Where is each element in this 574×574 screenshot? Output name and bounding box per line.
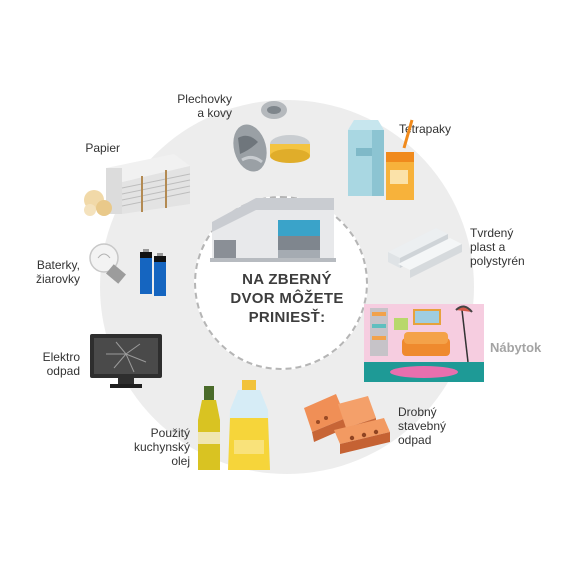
newspaper-stack-icon: [84, 154, 191, 216]
label-olej: Použitý kuchynský olej: [134, 426, 190, 468]
label-baterky-line-1: Baterky,: [36, 258, 80, 272]
label-elektro-line-1: Elektro: [42, 350, 80, 364]
broken-monitor-icon: [90, 334, 162, 388]
label-elektro-line-2: odpad: [46, 364, 80, 378]
center-title-line-1: NA ZBERNÝ: [242, 271, 332, 288]
oil-bottles-icon: [198, 380, 270, 470]
label-nabytok-line-1: Nábytok: [490, 340, 542, 355]
label-olej-line-1: Použitý: [150, 426, 190, 440]
label-papier: Papier: [85, 141, 120, 155]
label-plechovky: Plechovky a kovy: [177, 92, 232, 120]
label-tvrdeny-line-1: Tvrdený: [470, 226, 514, 240]
label-stavebny-line-1: Drobný: [398, 405, 437, 419]
bricks-icon: [304, 394, 390, 454]
label-tetrapaky-line-1: Tetrapaky: [399, 122, 452, 136]
label-olej-line-2: kuchynský: [133, 440, 190, 454]
label-plechovky-line-1: Plechovky: [177, 92, 232, 106]
label-nabytok: Nábytok: [490, 341, 541, 355]
label-stavebny-line-2: stavebný: [398, 419, 447, 433]
polystyrene-blocks-icon: [388, 228, 462, 278]
label-tvrdeny-line-3: polystyrén: [470, 254, 525, 268]
label-plechovky-line-2: a kovy: [197, 106, 232, 120]
label-stavebny: Drobný stavebný odpad: [398, 405, 446, 447]
battery-bulb-icon: [89, 243, 166, 296]
center-title-line-2: DVOR MÔŽETE: [230, 290, 344, 307]
building-icon: [210, 198, 336, 262]
label-papier-line-1: Papier: [85, 141, 120, 155]
label-baterky-line-2: žiarovky: [35, 272, 80, 286]
label-elektro: Elektro odpad: [43, 350, 80, 378]
label-stavebny-line-3: odpad: [398, 433, 432, 447]
label-tvrdeny-line-2: plast a: [470, 240, 506, 254]
label-olej-line-3: olej: [171, 454, 190, 468]
center-title-line-3: PRINIESŤ:: [248, 309, 326, 326]
label-tetrapaky: Tetrapaky: [399, 122, 451, 136]
furniture-room-icon: [364, 304, 484, 382]
tetrapak-cartons-icon: [348, 119, 414, 200]
label-tvrdeny: Tvrdený plast a polystyrén: [470, 226, 525, 268]
label-baterky: Baterky, žiarovky: [36, 258, 80, 286]
center-title: NA ZBERNÝ DVOR MÔŽETE PRINIESŤ:: [205, 270, 369, 327]
metal-cans-icon: [233, 101, 310, 172]
